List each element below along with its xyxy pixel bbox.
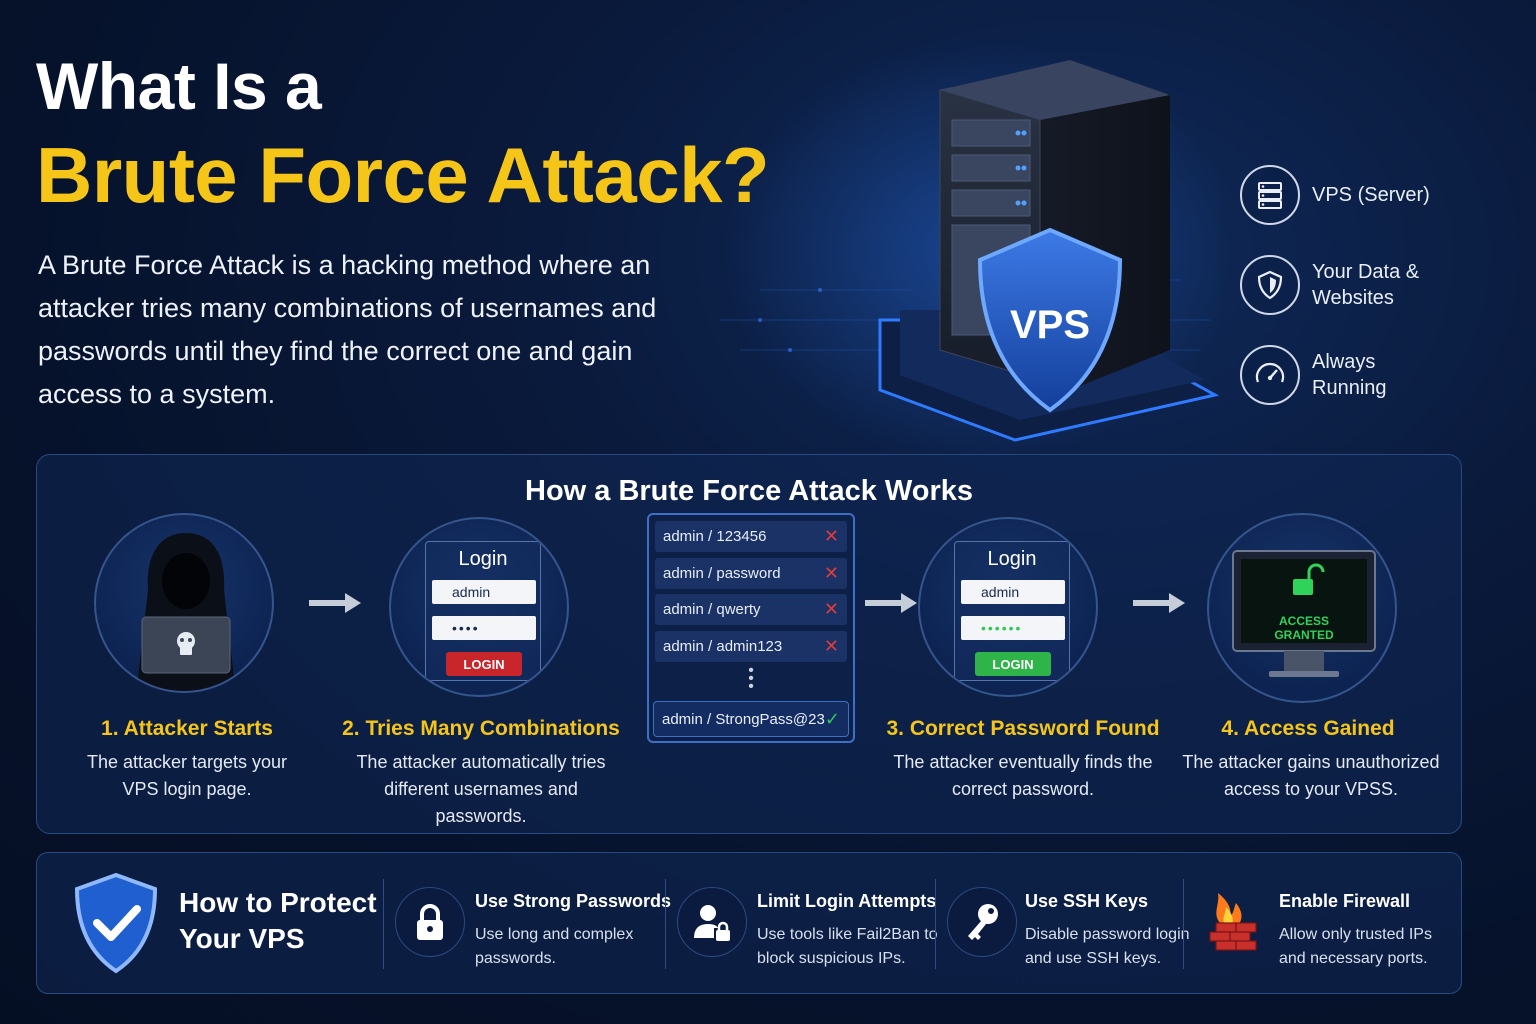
cross-icon: ✕ (823, 562, 839, 583)
combo-text: admin / password (663, 564, 781, 582)
shield-label: VPS (1010, 303, 1090, 347)
divider (1183, 879, 1184, 969)
cross-icon: ✕ (823, 526, 839, 546)
username-field: admin (961, 580, 1065, 604)
padlock-icon (395, 887, 465, 957)
divider (665, 879, 666, 969)
username-field: admin (432, 580, 536, 604)
step-3-title: 3. Correct Password Found (886, 717, 1160, 740)
combo-text: admin / qwerty (663, 601, 761, 618)
divider (935, 879, 936, 969)
step-2-desc: The attacker automatically tries differe… (356, 752, 606, 826)
legend-label-data: Your Data & Websites (1312, 261, 1420, 309)
legend-item-server: VPS (Server) (1240, 150, 1500, 240)
attacker-illustration (94, 513, 274, 693)
combo-row: admin / qwerty ✕ (655, 594, 847, 625)
divider (383, 879, 384, 969)
check-icon: ✓ (824, 708, 840, 729)
access-granted-illustration: ACCESS GRANTED (1207, 513, 1397, 703)
combo-text: admin / 123456 (663, 528, 767, 545)
firewall-icon (1197, 887, 1267, 957)
intro-text: A Brute Force Attack is a hacking method… (38, 250, 657, 409)
protect-item-passwords: Use Strong Passwords Use long and comple… (395, 853, 675, 995)
cross-icon: ✕ (823, 599, 839, 619)
combo-row: admin / 123456 ✕ (655, 521, 847, 552)
combo-row-success: admin / StrongPass@23✓ (653, 701, 849, 737)
cross-icon: ✕ (823, 635, 839, 656)
how-it-works-panel: How a Brute Force Attack Works Login adm… (36, 454, 1462, 834)
step-4-title: 4. Access Gained (1221, 717, 1395, 740)
protect-panel: How to Protect Your VPS Use Strong Passw… (36, 852, 1462, 994)
title-line-1: What Is a (36, 49, 322, 123)
title-line-2: Brute Force Attack? (36, 131, 770, 219)
combo-row: admin / admin123 ✕ (655, 630, 847, 662)
login-success-illustration: Login admin •••••• LOGIN (918, 517, 1098, 697)
protect-item-ssh-keys: Use SSH Keys Disable password login and … (947, 853, 1190, 995)
arrow-right-icon (309, 593, 361, 613)
more-dots-icon: ••• (748, 662, 754, 695)
server-icon (1240, 165, 1300, 225)
shield-icon (1240, 255, 1300, 315)
login-attempt-illustration: Login admin •••• LOGIN (389, 517, 569, 697)
protect-item-title: Enable Firewall (1279, 891, 1411, 911)
combo-row: admin / password ✕ (655, 557, 847, 589)
legend-item-running: Always Running (1240, 330, 1500, 420)
login-title: Login (987, 548, 1037, 570)
arrow-right-icon (1133, 593, 1185, 613)
protect-title-line-1: How to Protect (179, 887, 377, 918)
vps-server-illustration: VPS (720, 40, 1220, 460)
login-form-failed: Login admin •••• LOGIN (425, 541, 541, 681)
password-field: •••••• (961, 616, 1065, 640)
protect-item-desc: Disable password login and use SSH keys. (1025, 926, 1190, 967)
access-text-1: ACCESS (1279, 614, 1329, 628)
vps-legend: VPS (Server) Your Data & Websites Always… (1240, 150, 1500, 420)
step-2-title: 2. Tries Many Combinations (342, 717, 620, 740)
combo-text: admin / StrongPass@23 (662, 710, 825, 728)
protect-item-firewall: Enable Firewall Allow only trusted IPs a… (1197, 853, 1457, 995)
login-form-success: Login admin •••••• LOGIN (954, 541, 1070, 681)
login-button-failed: LOGIN (446, 652, 522, 676)
key-icon (947, 887, 1017, 957)
how-it-works-title: How a Brute Force Attack Works (525, 475, 973, 507)
monitor-icon: ACCESS GRANTED (1232, 550, 1376, 677)
protect-item-login-attempts: Limit Login Attempts Use tools like Fail… (677, 853, 947, 995)
step-4-desc: The attacker gains unauthorized access t… (1182, 752, 1440, 799)
protect-item-desc: Allow only trusted IPs and necessary por… (1279, 926, 1432, 967)
password-field: •••• (432, 616, 536, 640)
combinations-list: admin / 123456 ✕ admin / password ✕ admin … (647, 513, 855, 743)
protect-item-title: Limit Login Attempts (757, 891, 937, 911)
hacker-icon (136, 533, 236, 691)
protect-item-title: Use SSH Keys (1025, 891, 1149, 911)
gauge-icon (1240, 345, 1300, 405)
user-lock-icon (677, 887, 747, 957)
shield-check-icon (74, 872, 158, 974)
combo-text: admin / admin123 (663, 637, 783, 655)
protect-title: How to Protect Your VPS (179, 885, 377, 957)
step-1-desc: The attacker targets your VPS login page… (86, 752, 288, 799)
login-title: Login (458, 548, 508, 570)
protect-title-line-2: Your VPS (179, 923, 305, 954)
protect-item-desc: Use long and complex passwords. (475, 926, 634, 967)
protect-item-desc: Use tools like Fail2Ban to block suspici… (757, 926, 938, 967)
arrow-right-icon (865, 593, 917, 613)
access-text-2: GRANTED (1274, 628, 1334, 642)
legend-label-server: VPS (Server) (1312, 184, 1430, 206)
step-1-title: 1. Attacker Starts (101, 717, 273, 740)
step-3-desc: The attacker eventually finds the correc… (893, 752, 1153, 799)
login-button-success: LOGIN (975, 652, 1051, 676)
legend-item-data: Your Data & Websites (1240, 240, 1500, 330)
legend-label-running: Always Running (1312, 351, 1387, 399)
protect-item-title: Use Strong Passwords (475, 891, 672, 911)
